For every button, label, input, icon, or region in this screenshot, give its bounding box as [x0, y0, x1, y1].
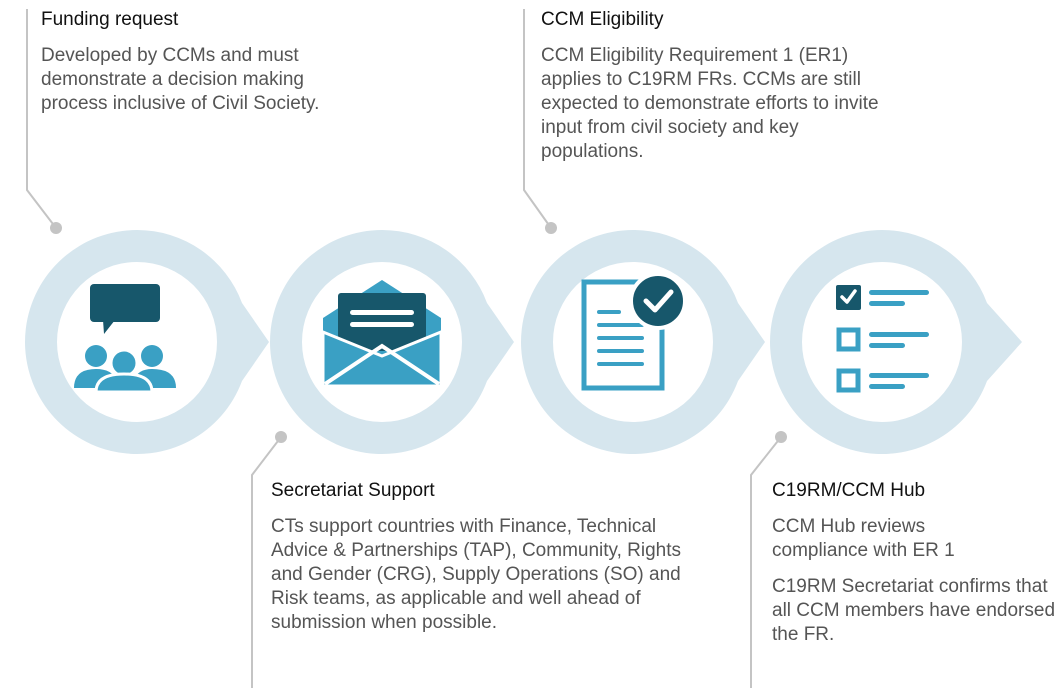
connector-ccm-eligibility [523, 9, 552, 229]
step-ring-4 [770, 230, 1022, 454]
callout-funding-request: Funding request Developed by CCMs and mu… [41, 9, 371, 128]
connector-dots [50, 222, 787, 443]
callout-text-secondary: C19RM Secretariat confirms that all CCM … [772, 576, 1056, 645]
callout-text: Developed by CCMs and must demonstrate a… [41, 45, 320, 114]
callout-text: CCM Hub reviews compliance with ER 1 [772, 516, 955, 561]
connector-dot-secretariat-support [275, 431, 287, 443]
step-ring-3 [521, 230, 765, 455]
step-ring-1 [25, 230, 270, 455]
checklist-icon [836, 285, 929, 393]
connector-dot-c19rm-hub [775, 431, 787, 443]
callout-text: CCM Eligibility Requirement 1 (ER1) appl… [541, 45, 879, 162]
step-rings [25, 229, 1022, 455]
connector-dot-ccm-eligibility [545, 222, 557, 234]
callout-title: C19RM/CCM Hub [772, 480, 926, 501]
callout-text: CTs support countries with Finance, Tech… [271, 516, 682, 633]
callout-secretariat-support: Secretariat Support CTs support countrie… [271, 480, 701, 647]
callout-ccm-eligibility: CCM Eligibility CCM Eligibility Requirem… [541, 9, 901, 176]
document-check-icon [581, 272, 687, 391]
callout-title: Funding request [41, 9, 179, 30]
connector-secretariat-support [251, 436, 282, 688]
envelope-letter-icon [321, 280, 443, 388]
connector-funding-request [26, 9, 57, 229]
callout-c19rm-hub: C19RM/CCM Hub CCM Hub reviews compliance… [772, 480, 1058, 659]
connectors [26, 9, 782, 688]
step-ring-2 [270, 229, 514, 455]
connector-dot-funding-request [50, 222, 62, 234]
people-chat-icon [74, 284, 176, 394]
callout-title: CCM Eligibility [541, 9, 664, 30]
callout-title: Secretariat Support [271, 480, 435, 501]
connector-c19rm-hub [750, 436, 782, 688]
